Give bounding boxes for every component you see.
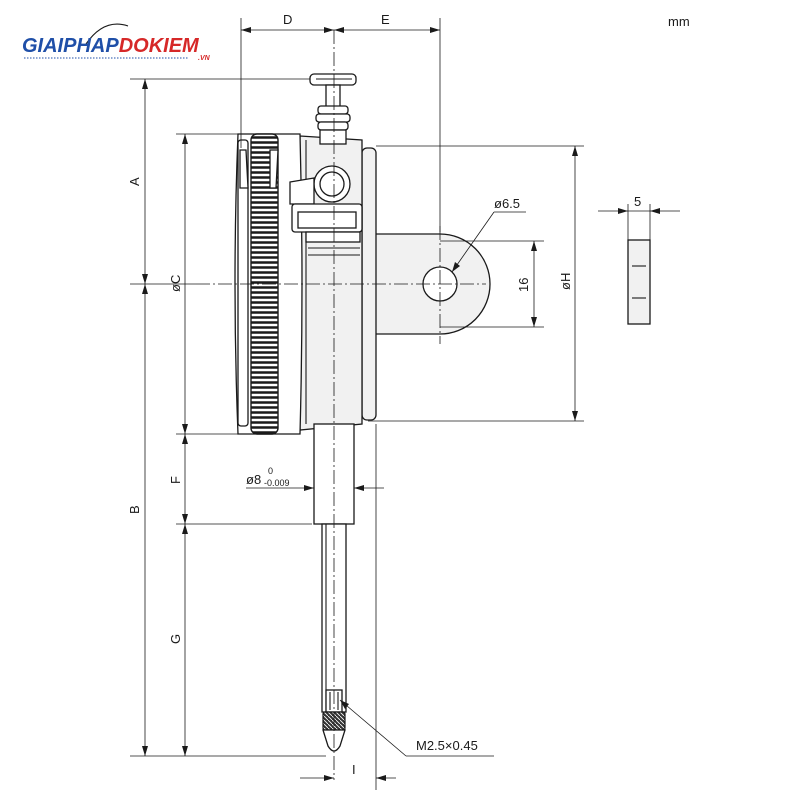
dim-label-b: B xyxy=(127,505,142,514)
stem-tol-lower: -0.009 xyxy=(264,478,290,488)
dim-label-d: D xyxy=(283,12,292,27)
lug-thickness-label: 5 xyxy=(634,194,641,209)
stem-tol-upper: 0 xyxy=(268,466,273,476)
dim-label-a: A xyxy=(127,177,142,186)
dim-d-e: D E xyxy=(240,12,441,232)
dim-c-f-g: øC F G xyxy=(168,133,312,756)
logo-text-blue: GIAIPHAP xyxy=(22,35,119,57)
dim-stem-diameter: ø8 0 -0.009 xyxy=(246,466,384,491)
limit-screw-assembly xyxy=(289,165,363,256)
dim-label-c: øC xyxy=(168,275,183,292)
dim-label-h: øH xyxy=(558,273,573,290)
logo-suffix: .VN xyxy=(198,55,211,62)
dim-a-b: A B xyxy=(127,78,326,757)
dim-label-f: F xyxy=(168,476,183,484)
dim-label-e: E xyxy=(381,12,390,27)
logo-swoosh-icon xyxy=(85,23,129,45)
svg-text:GIAIPHAPDOKIEM: GIAIPHAPDOKIEM xyxy=(22,35,200,57)
top-stem xyxy=(309,73,357,145)
dim-label-16: 16 xyxy=(516,278,531,292)
dim-thread: M2.5×0.45 xyxy=(339,699,494,757)
logo-text-red: DOKIEM xyxy=(119,35,200,57)
brand-logo: GIAIPHAPDOKIEM .VN xyxy=(22,23,211,62)
hole-dia-label: ø6.5 xyxy=(494,196,520,211)
dim-label-i: I xyxy=(352,762,356,777)
dim-i: I xyxy=(300,424,396,790)
stem-dia-label: ø8 xyxy=(246,472,261,487)
unit-label: mm xyxy=(668,14,690,29)
thread-label: M2.5×0.45 xyxy=(416,738,478,753)
dim-label-g: G xyxy=(168,634,183,644)
lug-thickness-detail: 5 xyxy=(598,194,680,325)
dim-h-16: øH 16 xyxy=(368,145,584,422)
dim-hole-diameter: ø6.5 xyxy=(451,196,526,273)
